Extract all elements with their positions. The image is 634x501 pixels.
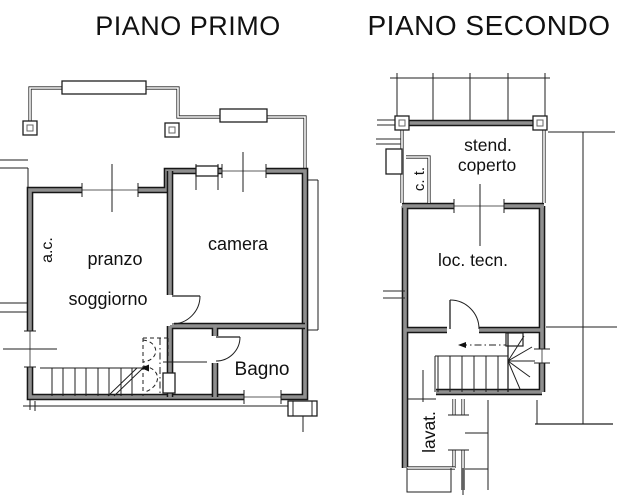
exterior-steps xyxy=(465,400,489,490)
room-label-loc-tecn: loc. tecn. xyxy=(438,250,508,270)
stair-break-line xyxy=(107,367,144,397)
room-label-ct: c. t. xyxy=(411,167,428,191)
stair-direction-arrow xyxy=(141,364,149,372)
lavat-area xyxy=(406,370,489,495)
title-piano-secondo: PIANO SECONDO xyxy=(368,10,611,41)
window-pranzo-top xyxy=(81,164,139,212)
wall-niche xyxy=(162,372,176,394)
balcony-window xyxy=(61,80,147,95)
exterior-lines-right xyxy=(377,119,617,425)
stair-landing xyxy=(505,332,524,347)
balcony-pillar-core xyxy=(168,126,176,134)
window-right-wall xyxy=(534,348,550,364)
room-label-lavat: lavat. xyxy=(419,411,439,453)
balcony-pillar xyxy=(22,120,38,136)
door-bagno xyxy=(211,336,241,362)
window-lavat-right xyxy=(448,414,469,451)
title-piano-primo: PIANO PRIMO xyxy=(95,11,281,41)
plan-piano-secondo: stend. coperto c. t. loc. tecn. lavat. xyxy=(376,73,617,495)
pillar xyxy=(532,115,548,131)
room-label-ac: a.c. xyxy=(39,237,56,263)
pillar-core xyxy=(398,119,406,127)
door-camera xyxy=(166,295,201,325)
flue-box xyxy=(385,148,403,175)
chimney xyxy=(287,400,318,417)
pillar xyxy=(394,115,410,131)
staircase-first-floor xyxy=(40,337,207,397)
balcony-window xyxy=(219,108,268,123)
window-ticks-left xyxy=(383,290,405,299)
balcony-pillar xyxy=(164,122,180,138)
staircase-second-floor xyxy=(434,332,535,392)
stair-direction-arrow xyxy=(458,342,466,348)
room-label-stend-line1: stend. xyxy=(464,135,512,155)
window-camera-top xyxy=(195,152,267,192)
ct-closet xyxy=(376,138,431,203)
room-label-stend-line2: coperto xyxy=(458,155,516,175)
room-label-soggiorno: soggiorno xyxy=(68,289,147,309)
door-loc-tecn xyxy=(447,299,480,335)
base-line-and-chimney xyxy=(23,400,318,432)
canopy xyxy=(390,73,550,120)
balcony-railing xyxy=(22,80,307,171)
window-mid-wall xyxy=(453,184,505,246)
plan-piano-primo: a.c. pranzo soggiorno camera Bagno xyxy=(0,80,319,432)
window-bagno-bottom xyxy=(243,390,282,404)
room-label-bagno: Bagno xyxy=(235,359,290,380)
balcony-pillar-core xyxy=(26,124,34,132)
room-label-pranzo: pranzo xyxy=(87,249,142,269)
pillar-core xyxy=(536,119,544,127)
window-soggiorno-left xyxy=(3,330,57,368)
room-label-camera: camera xyxy=(208,234,269,254)
